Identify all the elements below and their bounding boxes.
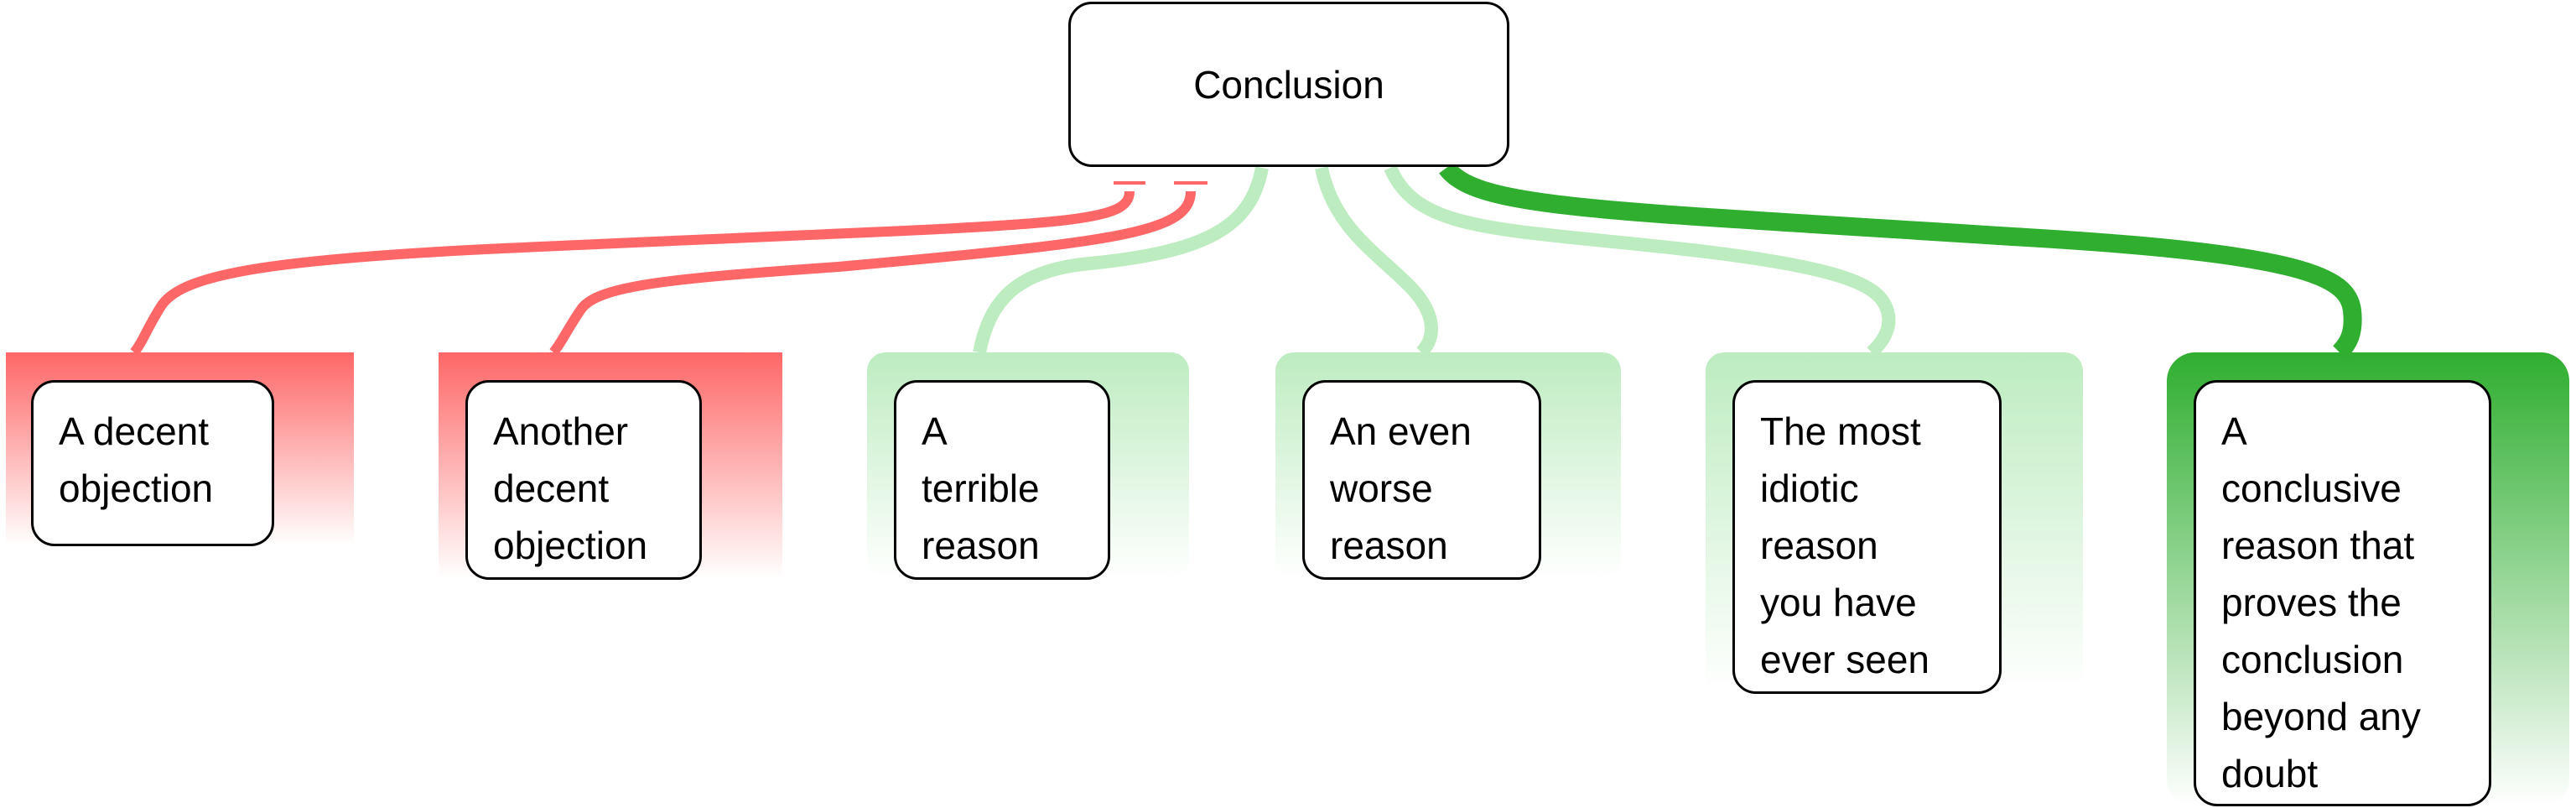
premise-text: Another decent objection bbox=[493, 409, 648, 567]
premise-box-reason-3[interactable]: The most idiotic reason you have ever se… bbox=[1732, 380, 2002, 694]
premise-text: A conclusive reason that proves the conc… bbox=[2221, 409, 2421, 795]
premise-box-reason-1[interactable]: A terrible reason bbox=[894, 380, 1110, 580]
connector-strong-reason bbox=[1439, 162, 2362, 359]
premise-box-objection-2[interactable]: Another decent objection bbox=[465, 380, 702, 580]
premise-text: A terrible reason bbox=[922, 409, 1040, 567]
connector-objection-1 bbox=[130, 190, 1135, 356]
premise-text: The most idiotic reason you have ever se… bbox=[1760, 409, 1930, 681]
conclusion-box[interactable]: Conclusion bbox=[1068, 2, 1509, 167]
connector-reason-3 bbox=[1384, 164, 1896, 357]
connector-objection-2 bbox=[549, 190, 1196, 356]
premise-box-reason-2[interactable]: An even worse reason bbox=[1302, 380, 1541, 580]
premise-box-objection-1[interactable]: A decent objection bbox=[31, 380, 274, 546]
conclusion-label: Conclusion bbox=[1193, 62, 1384, 107]
connector-reason-1 bbox=[973, 166, 1269, 354]
premise-text: An even worse reason bbox=[1330, 409, 1472, 567]
connector-reason-2 bbox=[1315, 166, 1438, 357]
premise-box-strong-reason[interactable]: A conclusive reason that proves the conc… bbox=[2194, 380, 2491, 806]
premise-text: A decent objection bbox=[59, 409, 214, 510]
